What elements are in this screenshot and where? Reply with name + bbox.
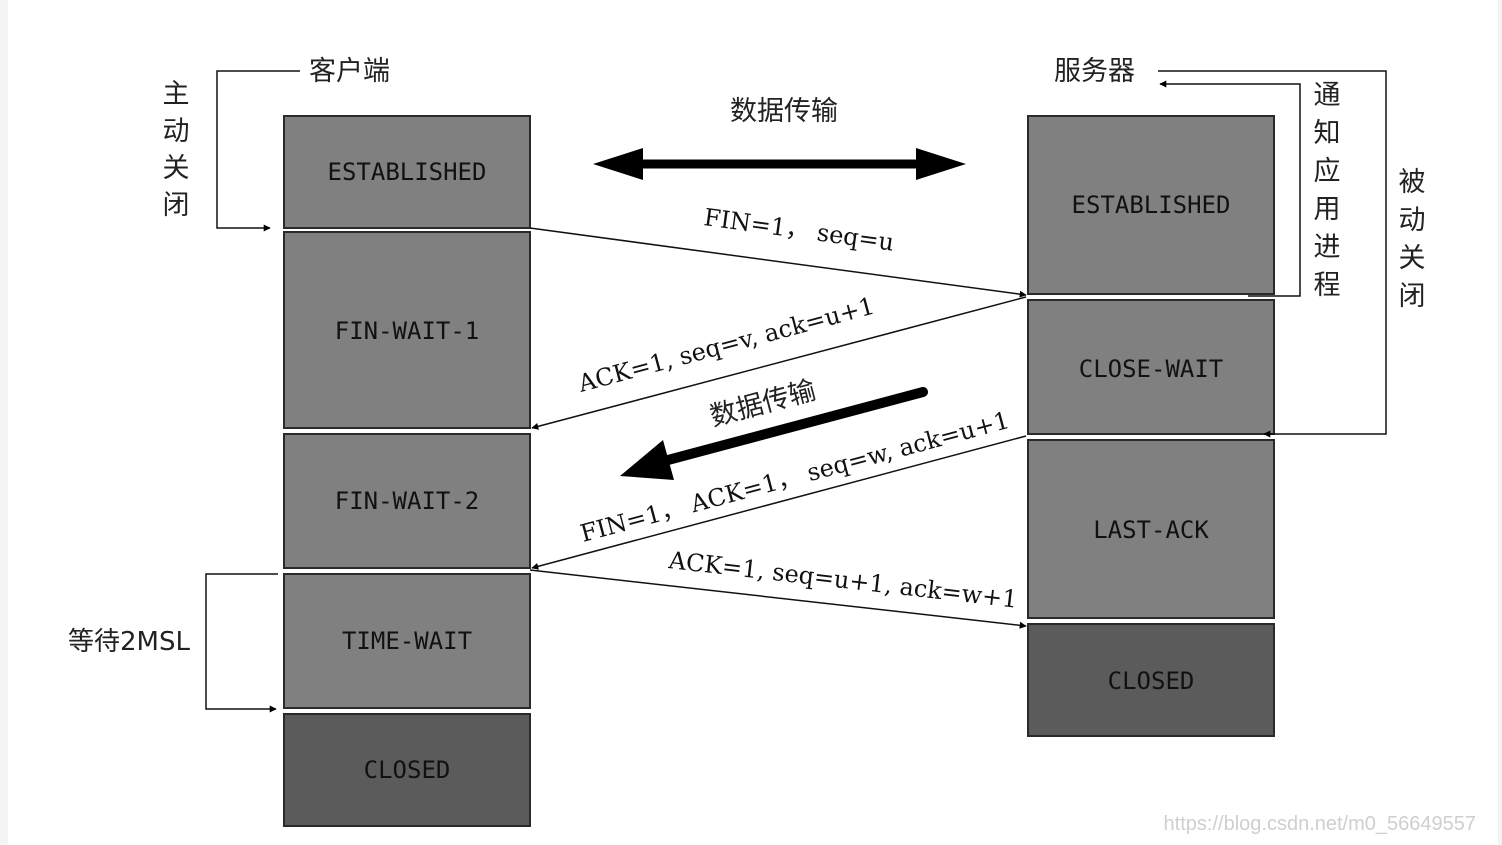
svg-text:应: 应 bbox=[1314, 156, 1341, 187]
bidirectional-arrow bbox=[593, 148, 966, 180]
server-state-established-label: ESTABLISHED bbox=[1072, 191, 1231, 219]
wait-2msl-bracket bbox=[205, 573, 278, 713]
client-state-fin-wait-1-label: FIN-WAIT-1 bbox=[335, 317, 480, 345]
client-state-established: ESTABLISHED bbox=[283, 115, 531, 229]
svg-text:程: 程 bbox=[1314, 270, 1341, 301]
msg-fin-ack-arrow bbox=[531, 435, 1027, 570]
msg-ack-arrow bbox=[531, 296, 1027, 430]
server-state-established: ESTABLISHED bbox=[1027, 115, 1275, 295]
msg-fin-arrow bbox=[529, 227, 1027, 298]
msg-final-ack-label: ACK=1, seq=u+1, ack=w+1 bbox=[666, 546, 1019, 614]
svg-text:通: 通 bbox=[1314, 80, 1341, 111]
svg-text:闭: 闭 bbox=[1399, 281, 1426, 312]
active-close-label: 主 动 关 闭 bbox=[163, 79, 190, 221]
svg-text:闭: 闭 bbox=[163, 190, 190, 221]
client-state-fin-wait-2-label: FIN-WAIT-2 bbox=[335, 487, 480, 515]
tcp-close-diagram: ESTABLISHED FIN-WAIT-1 FIN-WAIT-2 TIME-W… bbox=[68, 56, 1476, 835]
client-state-closed: CLOSED bbox=[283, 713, 531, 827]
data-transfer-top-label: 数据传输 bbox=[730, 96, 838, 127]
wait-2msl-label: 等待2MSL bbox=[68, 627, 190, 657]
watermark: https://blog.csdn.net/m0_56649557 bbox=[1164, 813, 1476, 835]
server-state-last-ack: LAST-ACK bbox=[1027, 439, 1275, 619]
server-to-client-data-arrow bbox=[620, 387, 928, 480]
notify-app-bracket bbox=[1159, 80, 1301, 297]
msg-ack-label: ACK=1, seq=v, ack=u+1 bbox=[574, 292, 877, 398]
passive-close-bracket bbox=[1158, 70, 1387, 438]
client-state-fin-wait-2: FIN-WAIT-2 bbox=[283, 433, 531, 569]
server-title: 服务器 bbox=[1054, 56, 1135, 87]
client-state-fin-wait-1: FIN-WAIT-1 bbox=[283, 231, 531, 429]
passive-close-label: 被 动 关 闭 bbox=[1399, 167, 1426, 312]
server-state-closed-label: CLOSED bbox=[1108, 667, 1195, 695]
server-state-last-ack-label: LAST-ACK bbox=[1093, 516, 1209, 544]
client-title: 客户端 bbox=[309, 56, 390, 87]
server-state-close-wait-label: CLOSE-WAIT bbox=[1079, 355, 1224, 383]
svg-text:知: 知 bbox=[1314, 118, 1341, 149]
client-state-time-wait-label: TIME-WAIT bbox=[342, 627, 472, 655]
svg-text:关: 关 bbox=[163, 153, 190, 184]
svg-text:进: 进 bbox=[1314, 232, 1341, 263]
server-state-closed: CLOSED bbox=[1027, 623, 1275, 737]
server-state-close-wait: CLOSE-WAIT bbox=[1027, 299, 1275, 435]
svg-text:动: 动 bbox=[163, 116, 190, 147]
active-close-bracket bbox=[216, 70, 300, 232]
msg-final-ack-arrow bbox=[529, 569, 1027, 629]
svg-text:动: 动 bbox=[1399, 205, 1426, 236]
svg-text:用: 用 bbox=[1314, 194, 1341, 225]
svg-text:主: 主 bbox=[163, 79, 190, 110]
diagram-canvas: ESTABLISHED FIN-WAIT-1 FIN-WAIT-2 TIME-W… bbox=[8, 0, 1498, 845]
client-state-closed-label: CLOSED bbox=[364, 756, 451, 784]
client-state-established-label: ESTABLISHED bbox=[328, 158, 487, 186]
client-state-time-wait: TIME-WAIT bbox=[283, 573, 531, 709]
svg-text:被: 被 bbox=[1399, 167, 1426, 198]
msg-fin-label: FIN=1， seq=u bbox=[702, 203, 896, 256]
svg-text:关: 关 bbox=[1399, 243, 1426, 274]
notify-app-label: 通 知 应 用 进 程 bbox=[1314, 80, 1341, 301]
